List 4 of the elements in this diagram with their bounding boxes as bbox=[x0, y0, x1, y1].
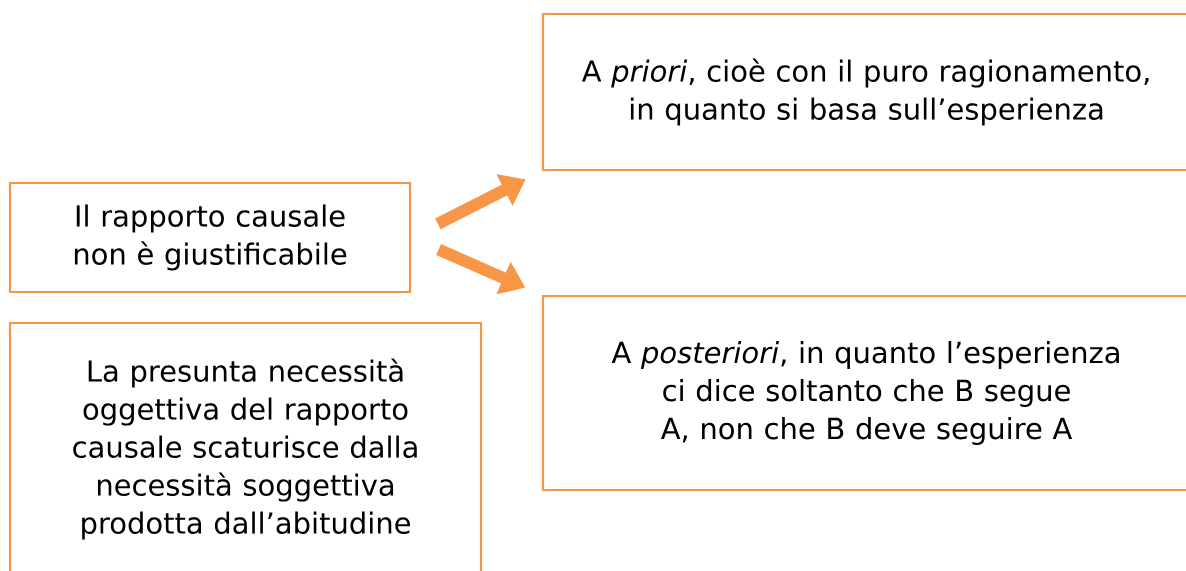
text-box: Il rapporto causale non è giustificabile bbox=[8, 181, 412, 294]
text-box: La presunta necessità oggettiva del rapporto causale scaturisce dalla necessità soggettiva prodotta dall’abitudine bbox=[8, 321, 483, 571]
text-box: A posteriori, in quanto l’esperienza ci dice soltanto che B segue A, non che B deve seguire A bbox=[541, 294, 1186, 492]
text-box: A priori, cioè con il puro ragionamento, in quanto si basa sull’esperienza bbox=[541, 12, 1186, 172]
